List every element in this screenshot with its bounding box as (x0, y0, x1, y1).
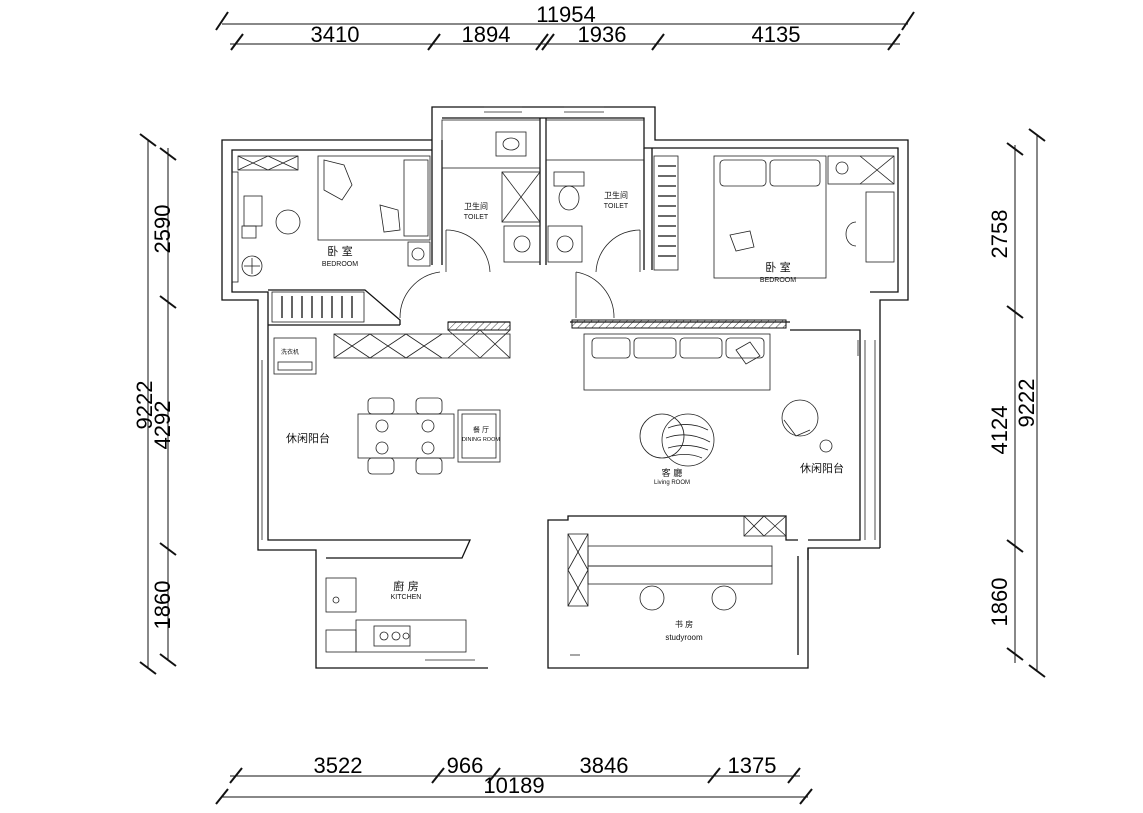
washer-label: 洗衣机 (281, 348, 299, 356)
dim-top-2: 1894 (462, 22, 511, 47)
dim-top-1: 3410 (311, 22, 360, 47)
dimension-right: 9222 2758 4124 1860 (987, 128, 1046, 678)
balcony-left-label: 休闲阳台 (286, 431, 330, 445)
door-arc-left (399, 271, 441, 319)
toilet-left-label-en: TOILET (464, 214, 489, 221)
dim-right-1: 2758 (987, 210, 1012, 259)
dim-bottom-2: 966 (447, 753, 484, 778)
bedroom-left-label-en: BEDROOM (322, 261, 358, 268)
dim-left-total: 9222 (132, 381, 157, 430)
walls (221, 106, 909, 669)
toilet-right: 卫生间 TOILET (545, 119, 645, 273)
bedroom-left-label-cn: 卧 室 (327, 244, 353, 258)
hatch-wall-left (447, 321, 511, 331)
study-label-cn: 书 房 (675, 619, 693, 629)
bedroom-left: 卧 室 BEDROOM (231, 155, 431, 323)
dim-right-3: 1860 (987, 578, 1012, 627)
bedroom-right-label-en: BEDROOM (760, 277, 796, 284)
toilet-left: 卫生间 TOILET (441, 119, 541, 273)
cabinet-row-left (333, 329, 511, 359)
sofa (583, 333, 771, 391)
living-label-cn: 客 廳 (662, 467, 683, 479)
dining-label-cn: 餐 厅 (473, 425, 489, 434)
bedroom-right-label-cn: 卧 室 (765, 260, 791, 274)
dim-bottom-4: 1375 (728, 753, 777, 778)
kitchen-label-en: KITCHEN (391, 594, 422, 601)
dim-left-3: 1860 (150, 581, 175, 630)
dim-bottom-total: 10189 (483, 773, 544, 798)
washer: 洗衣机 (273, 337, 317, 375)
dim-left-2: 4292 (150, 401, 175, 450)
toilet-right-label-en: TOILET (604, 203, 629, 210)
dining-table: 餐 厅 DINING ROOM (357, 397, 501, 475)
toilet-right-label-cn: 卫生间 (604, 190, 628, 200)
dimension-bottom: 3522 966 3846 1375 10189 (215, 753, 813, 805)
study-label-en: studyroom (665, 633, 703, 642)
bedroom-right: 卧 室 BEDROOM (653, 155, 895, 284)
coffee-tables (639, 413, 715, 467)
dining-label-en: DINING ROOM (462, 437, 500, 443)
door-arc-right (575, 271, 615, 319)
living-label-en: Living ROOM (654, 480, 690, 486)
dim-left-1: 2590 (150, 205, 175, 254)
balcony-right-label: 休闲阳台 (800, 461, 844, 475)
lounge-chair (781, 340, 859, 453)
dim-top-total: 11954 (536, 2, 596, 27)
dim-top-3: 1936 (578, 22, 627, 47)
dimension-left: 9222 2590 4292 1860 (132, 133, 177, 675)
dim-bottom-1: 3522 (314, 753, 363, 778)
study: 书 房 studyroom (547, 515, 798, 655)
kitchen-label-cn: 廚 房 (393, 579, 419, 593)
wardrobe-right-hangers (658, 165, 676, 257)
kitchen: 廚 房 KITCHEN (324, 539, 472, 653)
dim-bottom-3: 3846 (580, 753, 629, 778)
dim-right-total: 9222 (1014, 379, 1039, 428)
dimension-top: 11954 3410 1894 1936 4135 (215, 2, 915, 51)
dim-top-4: 4135 (752, 22, 801, 47)
hangers (281, 296, 353, 318)
toilet-left-label-cn: 卫生间 (464, 201, 488, 211)
dim-right-2: 4124 (987, 406, 1012, 455)
hatch-wall-right (571, 319, 787, 329)
